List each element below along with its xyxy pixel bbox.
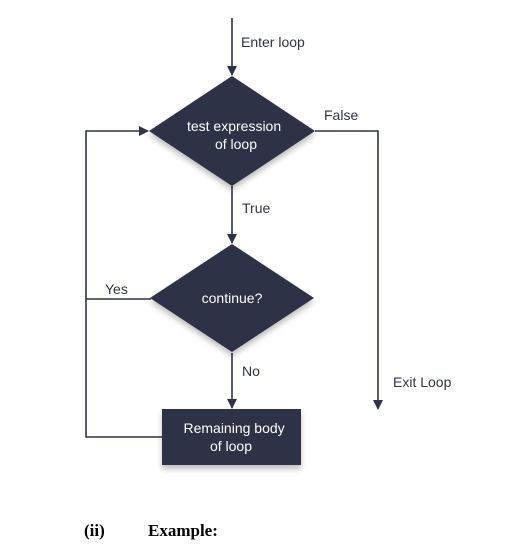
svg-text:Remaining body of loop: Remaining body of loop: [183, 420, 288, 454]
decision-test-line-2: of loop: [215, 136, 257, 152]
decision-test-line-1: test expression: [187, 118, 281, 134]
process-body-shape: [162, 409, 301, 465]
false-label: False: [324, 107, 358, 123]
true-label: True: [242, 200, 270, 216]
decision-test-shape: [149, 76, 315, 186]
decision-continue-shape: [150, 244, 314, 352]
section-title: Example:: [148, 521, 218, 540]
yes-label: Yes: [105, 281, 128, 297]
decision-continue: continue?: [150, 244, 314, 352]
body-loop-back-line: [85, 299, 162, 438]
exit-loop-label: Exit Loop: [393, 374, 452, 390]
process-body-line-1: Remaining body: [183, 420, 284, 436]
example-heading: (ii) Example:: [0, 519, 523, 549]
process-remaining-body: Remaining body of loop: [162, 409, 301, 465]
section-number: (ii): [84, 521, 105, 540]
yes-loop-back-arrow: [85, 126, 151, 300]
connectors: [85, 18, 383, 438]
svg-text:test expression of loop: test expression of loop: [187, 118, 285, 152]
process-body-line-2: of loop: [210, 438, 252, 454]
false-exit-arrow: [315, 130, 383, 410]
enter-loop-label: Enter loop: [241, 34, 305, 50]
decision-continue-label: continue?: [202, 290, 263, 306]
decision-test-expression: test expression of loop: [149, 76, 315, 186]
no-label: No: [242, 363, 260, 379]
